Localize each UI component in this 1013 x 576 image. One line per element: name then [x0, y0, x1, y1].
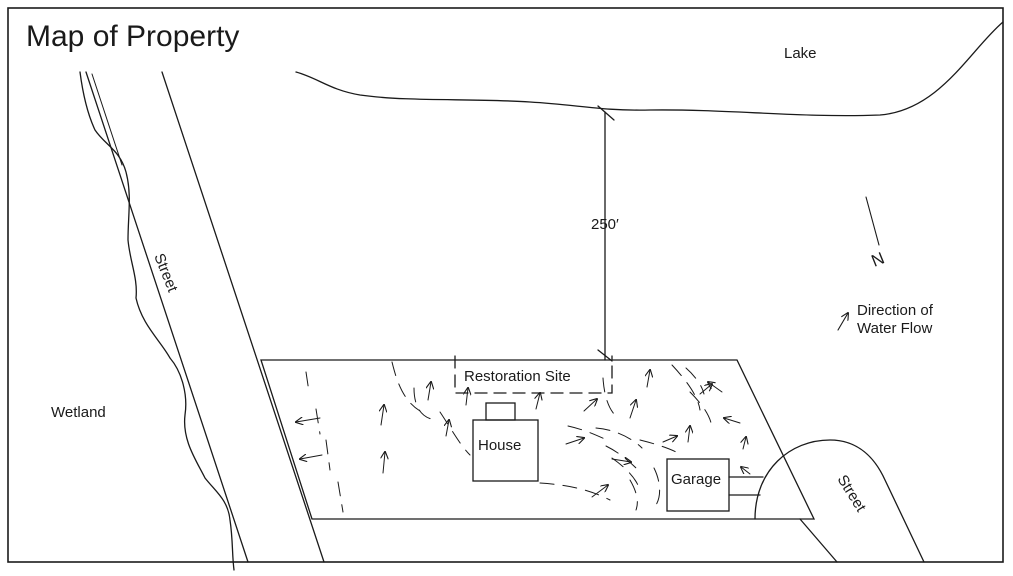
street-right: [754, 439, 925, 563]
north-arrow-icon: [865, 196, 880, 246]
restoration-site-label: Restoration Site: [464, 368, 571, 385]
flow-legend-line-2: Water Flow: [857, 320, 933, 337]
house-label: House: [478, 437, 522, 454]
restoration-site-outline: [454, 355, 613, 394]
property-lot: [260, 359, 816, 520]
street-left-inner-line: [91, 73, 123, 166]
street-left-edge-west: [85, 71, 249, 563]
house-chimney: [485, 402, 516, 421]
distance-label: 250′: [591, 216, 619, 233]
wetland-boundary: [79, 71, 235, 571]
wetland-label: Wetland: [51, 404, 106, 421]
map-frame: [7, 7, 1004, 563]
distance-tick-top: [597, 105, 615, 121]
water-flow-marks: [296, 361, 751, 513]
lake-shoreline: [295, 21, 1004, 117]
flow-arrow-icon: [837, 313, 848, 331]
garage-building: [666, 458, 730, 512]
flow-legend-label: Direction of Water Flow: [857, 302, 933, 338]
distance-tick-bottom: [597, 349, 613, 362]
garage-label: Garage: [671, 471, 722, 488]
map-title: Map of Property: [26, 20, 240, 53]
lake-label: Lake: [784, 45, 817, 62]
street-left-edge-east: [161, 71, 325, 563]
flow-legend-line-1: Direction of: [857, 302, 933, 319]
